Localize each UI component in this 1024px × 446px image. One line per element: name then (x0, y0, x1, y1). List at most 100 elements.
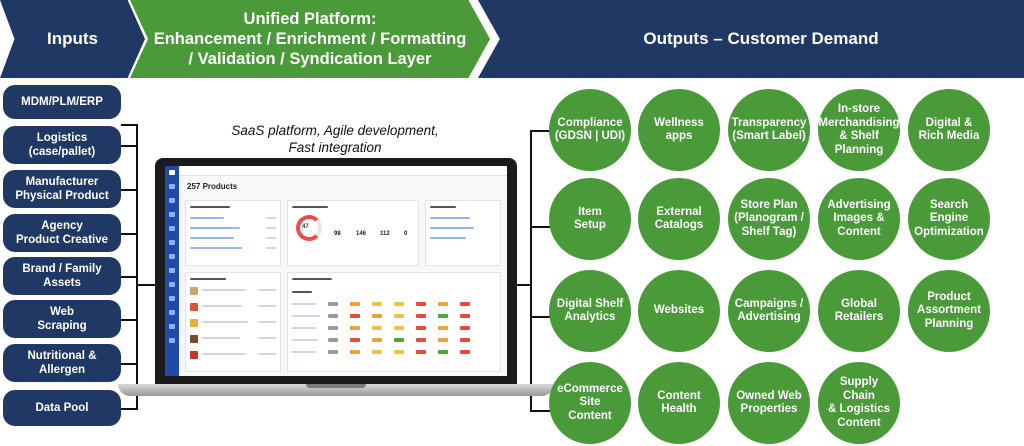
status-cell (438, 302, 448, 306)
nav-icon (169, 268, 175, 273)
status-cell (460, 350, 470, 354)
output-line: Setup (574, 219, 606, 231)
connector-line (530, 410, 550, 412)
status-cell (350, 314, 360, 318)
status-cell (460, 326, 470, 330)
text-stub (292, 291, 312, 293)
text-stub (266, 227, 276, 229)
text-stub (266, 247, 276, 249)
connector-line (530, 130, 550, 132)
status-cell (328, 326, 338, 330)
output-line: Health (661, 403, 697, 415)
nav-icon (169, 240, 175, 245)
output-campaigns-advertising: Campaigns /Advertising (728, 270, 810, 352)
nav-icon (169, 296, 175, 301)
nav-icon (169, 212, 175, 217)
input-line: Manufacturer (25, 176, 99, 188)
stat-value: 0 (404, 231, 408, 237)
laptop-screen: 257 Products 47 98 146 112 0 (165, 166, 507, 376)
output-digital-rich-media: Digital &Rich Media (908, 89, 990, 171)
output-store-plan: Store Plan(Planogram /Shelf Tag) (728, 178, 810, 260)
text-stub (258, 353, 276, 355)
status-cell (350, 326, 360, 330)
quick-links-panel (425, 200, 501, 266)
status-cell (328, 350, 338, 354)
platform-header-line-1: Unified Platform: (243, 10, 377, 28)
input-line: Brand / Family (22, 263, 102, 275)
output-line: Rich Media (918, 130, 980, 142)
connector-line (121, 233, 136, 235)
output-line: (Smart Label) (732, 130, 806, 142)
text-stub (266, 217, 276, 219)
status-cell (416, 338, 426, 342)
text-stub (202, 305, 242, 307)
status-cell (438, 326, 448, 330)
nav-icon (169, 184, 175, 189)
output-line: Retailers (834, 311, 884, 323)
input-line: Assets (43, 277, 81, 289)
stat-value: 112 (380, 231, 390, 237)
panel-title-stub (190, 278, 226, 280)
output-line: In-store (837, 103, 881, 115)
status-cell (350, 350, 360, 354)
status-cell (416, 350, 426, 354)
panel-title-stub (292, 278, 332, 280)
text-stub (292, 315, 320, 317)
output-line: & Shelf (839, 130, 879, 142)
output-line: Images & (833, 212, 885, 225)
status-cell (372, 302, 382, 306)
status-cell (394, 314, 404, 318)
panel-title-stub (190, 206, 230, 208)
status-cell (460, 338, 470, 342)
output-line: Engine (929, 212, 969, 225)
text-stub (190, 247, 242, 249)
text-stub (258, 337, 276, 339)
laptop-base (118, 384, 554, 396)
connector-line (121, 124, 138, 126)
connector-line (136, 284, 166, 286)
output-line: Digital & (925, 116, 973, 129)
output-line: Shelf Tag) (741, 225, 797, 238)
output-line: Websites (653, 304, 705, 317)
output-line: Assortment (917, 304, 981, 317)
input-line: Physical Product (15, 190, 109, 202)
status-cell (350, 338, 360, 342)
status-cell (328, 314, 338, 318)
input-mdm-plm-erp: MDM/PLM/ERP (3, 85, 121, 119)
input-logistics: Logistics(case/pallet) (3, 126, 121, 164)
product-thumbnail (190, 351, 198, 359)
text-stub (430, 217, 470, 219)
status-cell (438, 338, 448, 342)
nav-icon (169, 198, 175, 203)
status-cell (328, 338, 338, 342)
output-line: Digital Shelf (556, 297, 624, 310)
status-cell (350, 302, 360, 306)
input-line: Web (49, 306, 75, 318)
input-data-pool: Data Pool (3, 390, 121, 426)
text-stub (292, 339, 318, 341)
output-line: Advertising (737, 311, 801, 323)
output-line: Wellness (654, 116, 704, 129)
output-line: Supply Chain (839, 376, 879, 402)
output-line: Merchandising (818, 116, 900, 129)
output-line: Content (568, 409, 612, 422)
outputs-header: Outputs – Customer Demand (478, 0, 1024, 78)
output-line: Analytics (564, 311, 616, 323)
nav-icon (169, 254, 175, 259)
output-line: Search (929, 198, 969, 211)
publication-status-panel (287, 272, 501, 372)
output-line: eCommerce (557, 382, 623, 395)
output-line: Planning (834, 143, 884, 156)
output-line: apps (665, 130, 693, 142)
output-line: Global (841, 297, 877, 310)
status-cell (460, 302, 470, 306)
app-sidebar (165, 166, 179, 376)
linked-products-panel (185, 200, 281, 266)
